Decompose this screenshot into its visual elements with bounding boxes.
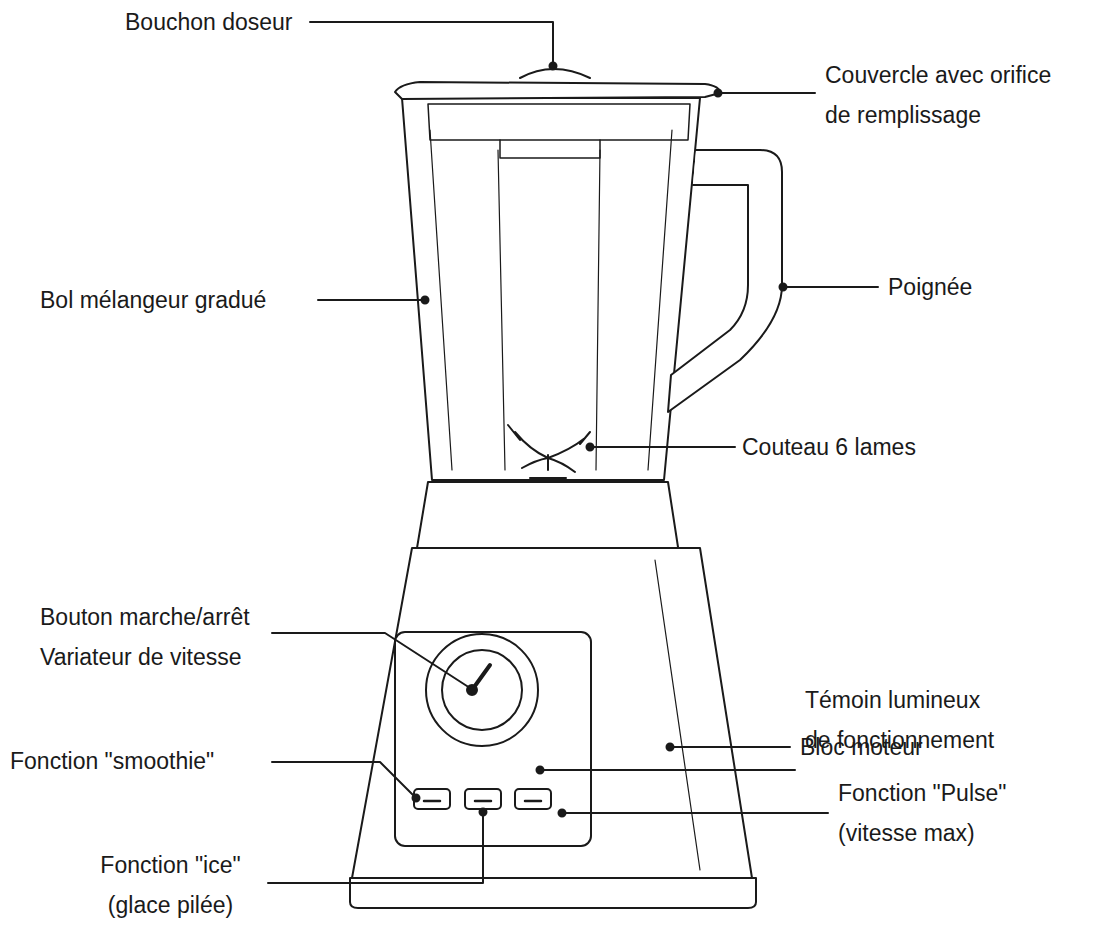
leader-line <box>318 299 425 301</box>
leader-dot <box>715 90 722 97</box>
leader-line <box>268 812 483 883</box>
jar-inner <box>430 130 672 470</box>
part-label: Bouton marche/arrêt Variateur de vitesse <box>40 597 265 677</box>
blade <box>508 425 590 472</box>
leader-line <box>670 746 790 748</box>
leader-line <box>590 446 735 448</box>
part-label: Fonction "ice" (glace pilée) <box>78 845 263 925</box>
part-label: Couteau 6 lames <box>742 434 916 460</box>
base-edge <box>655 560 700 870</box>
leader-line <box>562 812 828 814</box>
jar-window <box>428 104 690 140</box>
blade-hub <box>530 477 566 479</box>
leader-dot <box>587 444 594 451</box>
jar-body <box>402 98 700 480</box>
leader-dot <box>422 297 429 304</box>
leader-dot <box>559 810 566 817</box>
leader-line <box>783 286 878 288</box>
button-pulse <box>515 789 551 809</box>
measuring-cap <box>520 69 590 78</box>
part-label: Poignée <box>888 274 972 300</box>
leader-line <box>272 633 470 688</box>
leader-line <box>540 769 795 771</box>
part-label: Témoin lumineux de fonctionnement <box>805 680 1000 760</box>
leader-dot <box>480 809 487 816</box>
button-marks <box>424 800 541 803</box>
leader-line <box>310 22 553 66</box>
handle <box>668 150 782 412</box>
dial-ring <box>426 634 538 746</box>
part-label: Bouchon doseur <box>125 9 293 35</box>
part-label: Bol mélangeur gradué <box>40 287 266 313</box>
leader-line <box>718 92 815 94</box>
leader-dot <box>537 767 544 774</box>
button-ice <box>465 789 501 809</box>
leader-dot <box>667 744 674 751</box>
control-panel <box>395 632 591 846</box>
lid <box>395 82 720 99</box>
motor-base <box>352 548 752 878</box>
part-label: Fonction "smoothie" <box>10 748 214 774</box>
leader-dot <box>550 63 557 70</box>
part-label: Couvercle avec orifice de remplissage <box>825 55 1065 135</box>
part-label: Fonction "Pulse" (vitesse max) <box>838 773 1018 853</box>
dial-knob <box>442 650 522 730</box>
leader-line <box>272 762 416 798</box>
leader-dot <box>413 795 420 802</box>
leader-dot <box>780 284 787 291</box>
jar-notch <box>500 140 600 158</box>
